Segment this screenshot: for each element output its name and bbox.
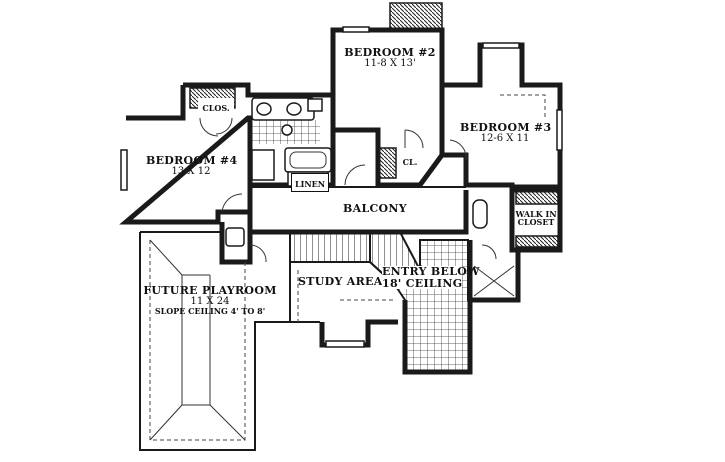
walk-in-closet-walls [509, 184, 563, 253]
cl-text: CL. [402, 157, 418, 167]
bedroom-4-label: BEDROOM #4 13 X 12 [146, 154, 238, 177]
walk-in-line-2: CLOSET [517, 217, 555, 228]
clos-label: CLOS. [198, 98, 234, 115]
entry-label: ENTRY BELOW 18' CEILING [382, 265, 480, 290]
entry-line-1: ENTRY BELOW [382, 265, 480, 278]
bath-walls [183, 82, 336, 188]
bedroom-3-dims: 12-6 X 11 [480, 132, 530, 144]
cl-label: CL. [398, 152, 422, 169]
playroom-dims: 11 X 24 [190, 295, 230, 307]
walk-in-closet-label: WALK IN CLOSET [513, 210, 559, 227]
clos-text: CLOS. [202, 103, 230, 113]
bedroom-2-dims: 11-8 X 13' [364, 57, 416, 69]
playroom-name: FUTURE PLAYROOM [143, 284, 277, 297]
bedroom-3-name: BEDROOM #3 [460, 121, 552, 134]
walk-in-line-1: WALK IN [515, 209, 557, 219]
bedroom-4-walls [119, 85, 253, 225]
playroom-note: SLOPE CEILING 4' TO 8' [154, 306, 266, 317]
balcony-walls [247, 164, 469, 235]
balcony-name: BALCONY [343, 202, 407, 215]
bedroom-3-label: BEDROOM #3 12-6 X 11 [460, 121, 552, 144]
bedroom-2-name: BEDROOM #2 [344, 46, 436, 59]
entry-line-2: 18' CEILING [382, 276, 463, 290]
bedroom-3-walls [442, 42, 563, 193]
study-area-label: STUDY AREA [298, 275, 383, 288]
playroom-label: FUTURE PLAYROOM 11 X 24 SLOPE CEILING 4'… [140, 284, 280, 317]
attic-storage [467, 199, 521, 303]
balcony-label: BALCONY [330, 203, 420, 215]
linen-label: LINEN [291, 173, 329, 192]
hall-bath [219, 222, 267, 265]
study-area-name: STUDY AREA [298, 275, 383, 288]
future-playroom-walls [139, 231, 290, 451]
bedroom-2-walls [330, 26, 445, 188]
bedroom-2-label: BEDROOM #2 11-8 X 13' [340, 47, 440, 69]
bedroom-4-dims: 13 X 12 [171, 165, 211, 177]
chimney [389, 2, 443, 30]
linen-text: LINEN [294, 179, 326, 189]
bedroom-4-name: BEDROOM #4 [146, 154, 238, 167]
